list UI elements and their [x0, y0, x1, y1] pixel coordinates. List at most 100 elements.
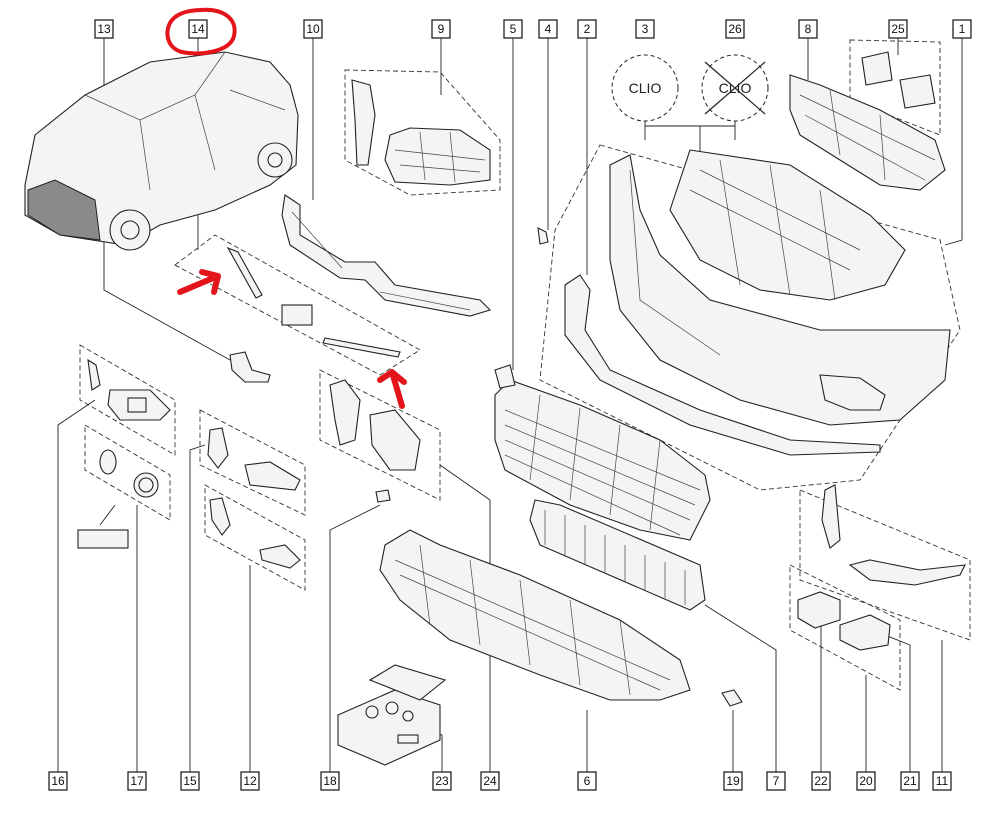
callout-5: 5: [503, 19, 523, 39]
callout-15: 15: [180, 771, 200, 791]
red-highlight-circle: [165, 7, 237, 56]
callout-10: 10: [303, 19, 323, 39]
callout-23: 23: [432, 771, 452, 791]
leader-7: [704, 604, 777, 772]
part-19-clip: [721, 689, 743, 707]
callout-7: 7: [766, 771, 786, 791]
group-outline-11: [799, 489, 971, 641]
group-outline-9: [344, 69, 501, 196]
svg-text:9: 9: [438, 22, 445, 36]
leader-3-26: [644, 112, 736, 165]
svg-text:4: 4: [545, 22, 552, 36]
leader-16: [57, 399, 96, 772]
badge-clio: CLIO: [611, 54, 679, 122]
callout-24: 24: [480, 771, 500, 791]
callout-12: 12: [240, 771, 260, 791]
svg-text:17: 17: [130, 774, 144, 788]
part-16-fog-bezel: [87, 358, 171, 421]
callout-21: 21: [900, 771, 920, 791]
leader-21: [884, 634, 911, 772]
callout-25: 25: [888, 19, 908, 39]
svg-text:16: 16: [51, 774, 65, 788]
part-14-trim-set: [226, 246, 401, 358]
group-outline-17: [84, 424, 171, 521]
group-outlines: [79, 39, 971, 691]
leader-15: [189, 444, 206, 772]
svg-text:12: 12: [243, 774, 257, 788]
svg-text:19: 19: [726, 774, 740, 788]
callout-20: 20: [856, 771, 876, 791]
part-12-trims: [209, 497, 301, 569]
svg-text:11: 11: [936, 774, 949, 788]
part-11-trim-strip: [821, 484, 966, 586]
group-outline-15: [199, 409, 306, 516]
callout-6: 6: [577, 771, 597, 791]
svg-text:23: 23: [435, 774, 449, 788]
callout-2: 2: [577, 19, 597, 39]
svg-text:7: 7: [773, 774, 780, 788]
part-2-lower-trim: [564, 274, 881, 456]
part-15-trims: [207, 427, 301, 491]
callout-3: 3: [635, 19, 655, 39]
svg-text:5: 5: [510, 22, 517, 36]
svg-text:25: 25: [891, 22, 905, 36]
svg-text:15: 15: [183, 774, 197, 788]
svg-text:3: 3: [642, 22, 649, 36]
part-18-clip: [375, 489, 391, 503]
callout-19: 19: [723, 771, 743, 791]
leader-24: [439, 464, 491, 772]
callout-22: 22: [811, 771, 831, 791]
callout-26: 26: [725, 19, 745, 39]
part-5-grille: [494, 364, 711, 541]
red-annotations: [165, 7, 407, 409]
part-23-fastener-kit: [337, 664, 447, 766]
svg-text:24: 24: [483, 774, 497, 788]
callout-boxes: 13 14 10 9 5 4 2 3 26 8 25 1 16 17 15: [48, 19, 972, 791]
group-outline-24: [319, 369, 441, 501]
red-arrow-right: [377, 369, 407, 409]
group-outline-14: [174, 234, 421, 376]
part-1-bumper-assembly: [609, 149, 951, 426]
part-7-radiator-grille: [529, 499, 706, 611]
svg-text:22: 22: [814, 774, 828, 788]
group-outline-8: [849, 39, 941, 136]
svg-text:1: 1: [959, 22, 966, 36]
callout-1: 1: [952, 19, 972, 39]
leader-lines: [57, 38, 963, 772]
svg-text:8: 8: [805, 22, 812, 36]
svg-text:10: 10: [306, 22, 320, 36]
part-8-upper-cross-member: [789, 74, 946, 191]
cross-out-mark: [704, 61, 766, 115]
part-6-undertray: [379, 529, 691, 701]
callout-18: 18: [320, 771, 340, 791]
svg-text:26: 26: [728, 22, 742, 36]
part-21-connector: [839, 614, 891, 651]
svg-text:13: 13: [97, 22, 111, 36]
group-outline-20: [789, 564, 901, 691]
red-arrow-left: [177, 269, 221, 295]
leader-1: [944, 38, 963, 246]
part-13-clip: [229, 351, 271, 383]
svg-text:6: 6: [584, 774, 591, 788]
leader-18: [329, 504, 381, 772]
group-outline-12: [204, 484, 306, 591]
callout-17: 17: [127, 771, 147, 791]
group-outline-16: [79, 344, 176, 456]
badge-clio-label: CLIO: [629, 80, 662, 96]
callout-16: 16: [48, 771, 68, 791]
part-25-blocks: [861, 51, 936, 109]
svg-text:18: 18: [323, 774, 337, 788]
vehicle-illustration: [24, 51, 299, 251]
group-outline-1: [539, 144, 961, 491]
part-9-brackets: [351, 79, 491, 186]
callout-14: 14: [188, 19, 208, 39]
part-10-grille-trim: [281, 194, 492, 317]
svg-text:20: 20: [859, 774, 873, 788]
callout-8: 8: [798, 19, 818, 39]
part-badges: CLIO CLIO: [611, 54, 769, 122]
part-24-brackets: [329, 379, 421, 471]
svg-text:14: 14: [191, 22, 205, 36]
badge-clio-crossed: CLIO: [701, 54, 769, 122]
callout-4: 4: [538, 19, 558, 39]
